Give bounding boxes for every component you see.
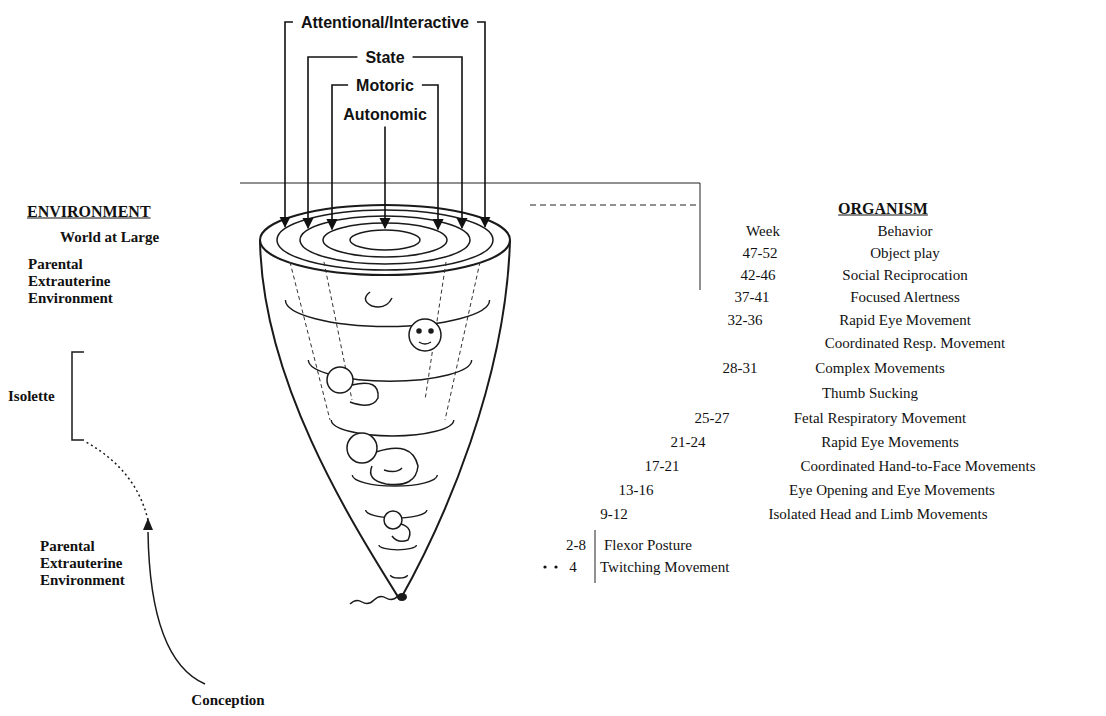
environment-label: Parental Extrauterine Environment xyxy=(28,256,140,307)
behavior-label: Complex Movements xyxy=(815,360,945,377)
behavior-label: Social Reciprocation xyxy=(842,267,967,284)
week-number: 28-31 xyxy=(723,360,758,377)
behavior-label: Twitching Movement xyxy=(600,559,729,576)
week-number: 25-27 xyxy=(695,410,730,427)
layer-label: Autonomic xyxy=(341,106,429,123)
cone-band xyxy=(390,575,407,578)
behavior-label: Fetal Respiratory Movement xyxy=(794,410,966,427)
layer-arrow xyxy=(384,127,386,229)
behavior-label: Coordinated Resp. Movement xyxy=(825,335,1005,352)
cone-band xyxy=(379,545,416,550)
environment-label: Parental Extrauterine Environment xyxy=(40,538,152,589)
environment-heading: ENVIRONMENT xyxy=(27,203,151,220)
dot xyxy=(543,565,546,568)
motoric-ring xyxy=(323,223,447,257)
week-number: 42-46 xyxy=(741,267,776,284)
behavior-label: Isolated Head and Limb Movements xyxy=(768,506,987,523)
behavior-label: Eye Opening and Eye Movements xyxy=(789,482,995,499)
layer-bracket xyxy=(477,22,485,227)
week-number: 2-8 xyxy=(566,537,586,554)
frame-line xyxy=(530,205,700,206)
cone-band xyxy=(331,420,454,436)
week-number: 4 xyxy=(569,559,577,576)
arrow-head xyxy=(143,518,153,530)
week-number: 21-24 xyxy=(671,434,706,451)
behavior-label: Thumb Sucking xyxy=(822,385,918,402)
sperm-head xyxy=(397,593,407,601)
cone-bands xyxy=(285,300,489,578)
behavior-label: Object play xyxy=(870,245,940,262)
column-heading: Week xyxy=(746,223,780,240)
week-number: 47-52 xyxy=(743,245,778,262)
frame-line xyxy=(240,183,700,184)
environment-label: World at Large xyxy=(60,229,159,246)
dotted-curve xyxy=(86,442,148,520)
fetus-drawings xyxy=(327,292,441,541)
frame-line xyxy=(595,530,596,583)
behavior-label: Coordinated Hand-to-Face Movements xyxy=(801,458,1036,475)
week-number: 17-21 xyxy=(645,458,680,475)
behavior-label: Rapid Eye Movement xyxy=(839,312,971,329)
week-number: 32-36 xyxy=(728,312,763,329)
conception-curve xyxy=(148,532,205,684)
behavior-label: Focused Alertness xyxy=(850,289,960,306)
layer-brackets xyxy=(285,22,485,229)
frame-line xyxy=(700,183,701,290)
cone xyxy=(260,205,510,600)
organism-heading: ORGANISM xyxy=(838,200,928,217)
week-number: 37-41 xyxy=(735,289,770,306)
layer-bracket xyxy=(285,22,293,227)
layer-label: Motoric xyxy=(354,77,416,94)
behavior-label: Flexor Posture xyxy=(604,537,692,554)
dot xyxy=(554,565,557,568)
ring-guides xyxy=(290,262,480,420)
column-heading: Behavior xyxy=(878,223,933,240)
environment-label: Conception xyxy=(191,692,264,709)
week-number: 9-12 xyxy=(600,506,628,523)
autonomic-ring xyxy=(350,230,420,250)
sperm-squiggle xyxy=(350,596,398,604)
layer-label: Attentional/Interactive xyxy=(299,14,471,31)
layer-label: State xyxy=(363,49,406,66)
environment-label: Isolette xyxy=(8,388,55,405)
week-number: 13-16 xyxy=(619,482,654,499)
behavior-label: Rapid Eye Movements xyxy=(821,434,958,451)
isolette-bracket xyxy=(72,352,84,440)
